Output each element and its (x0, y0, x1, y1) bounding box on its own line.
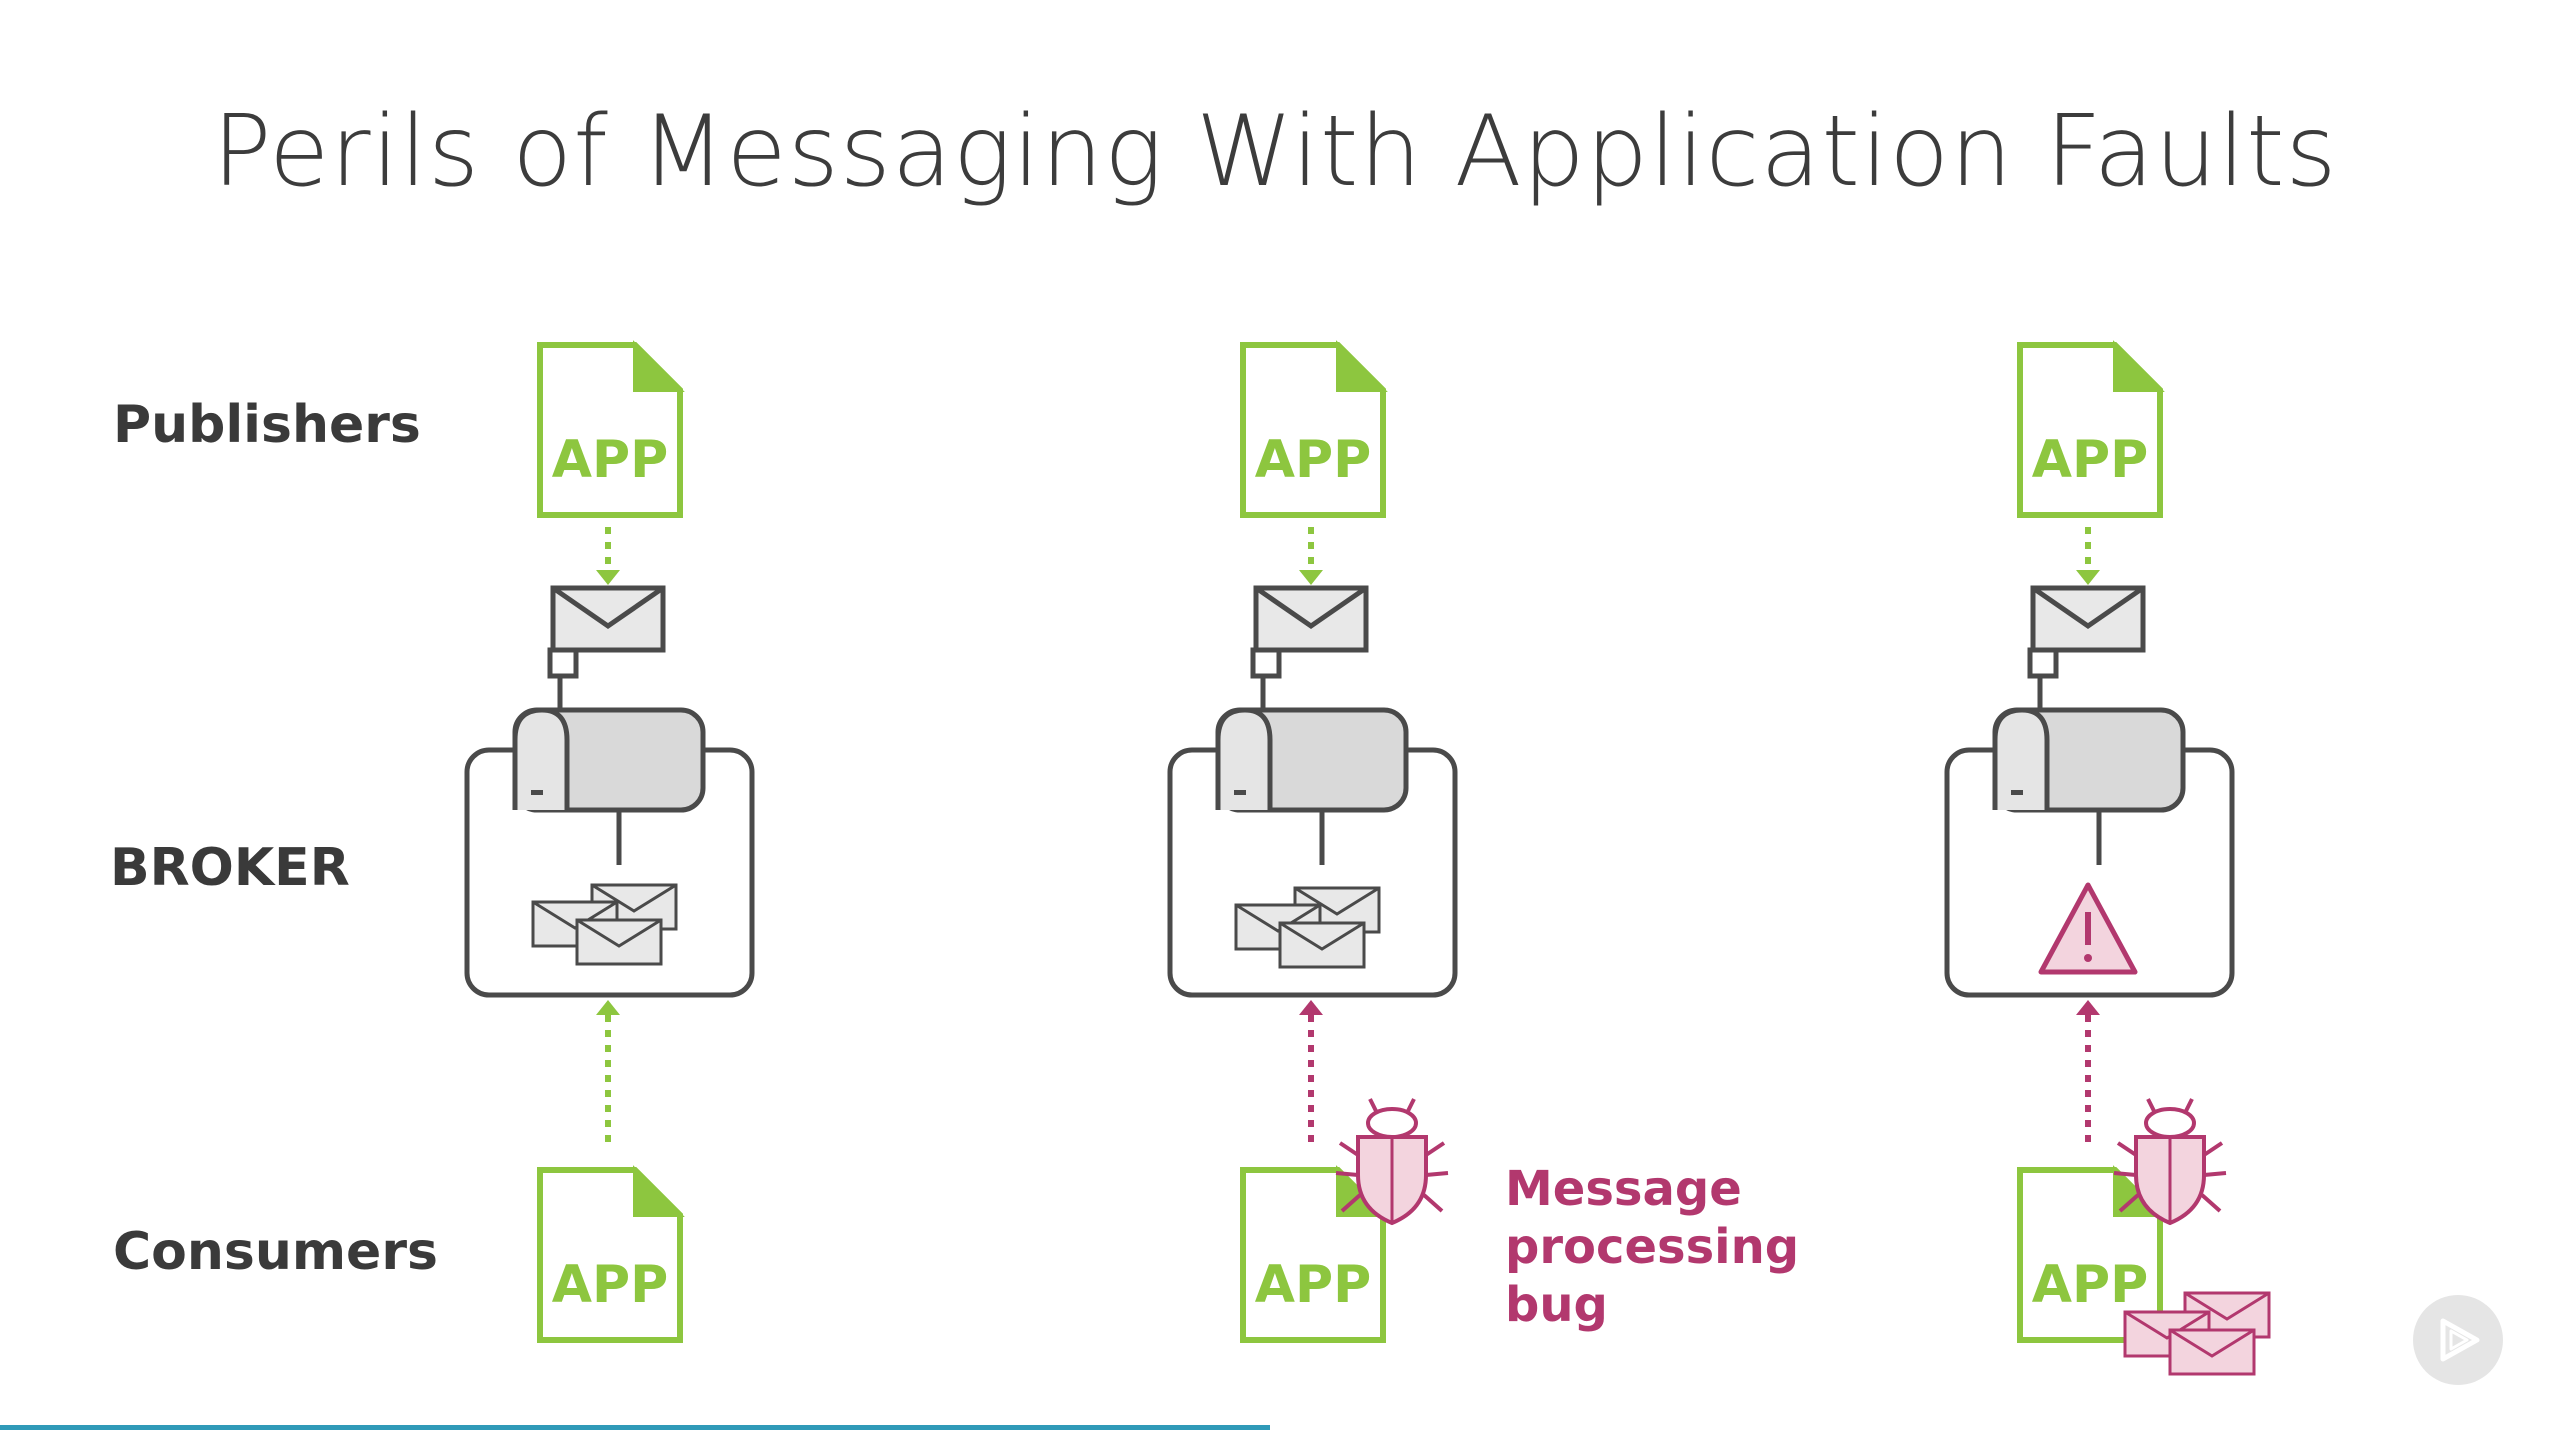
row-label-consumers: Consumers (113, 1222, 438, 1282)
scenario-3: APP APP (1947, 345, 2271, 1376)
app-text: APP (552, 430, 668, 490)
bug-annotation: Message processing bug (1505, 1160, 1799, 1334)
app-text: APP (2032, 1255, 2148, 1315)
app-text: APP (1255, 1255, 1371, 1315)
bug-annotation-line-3: bug (1505, 1277, 1608, 1333)
row-label-publishers: Publishers (113, 395, 421, 455)
app-text: APP (2032, 430, 2148, 490)
playback-progress-bar[interactable] (0, 1425, 1270, 1430)
envelope-icon (2033, 588, 2143, 650)
envelope-icon (553, 588, 663, 650)
bug-annotation-line-2: processing (1505, 1219, 1800, 1275)
row-label-broker: BROKER (110, 838, 350, 898)
bug-annotation-line-1: Message (1505, 1161, 1742, 1217)
app-text: APP (1255, 430, 1371, 490)
play-icon (2440, 1318, 2480, 1362)
warning-triangle-icon (2038, 882, 2138, 975)
envelope-icon (575, 918, 663, 966)
play-button[interactable] (2413, 1295, 2503, 1385)
app-text: APP (552, 1255, 668, 1315)
scenario-1: APP APP (467, 345, 752, 1340)
envelope-icon (1278, 921, 1366, 969)
scenario-2: APP APP (1170, 345, 1455, 1340)
slide-title: Perils of Messaging With Application Fau… (212, 95, 2338, 209)
envelope-icon (1256, 588, 1366, 650)
